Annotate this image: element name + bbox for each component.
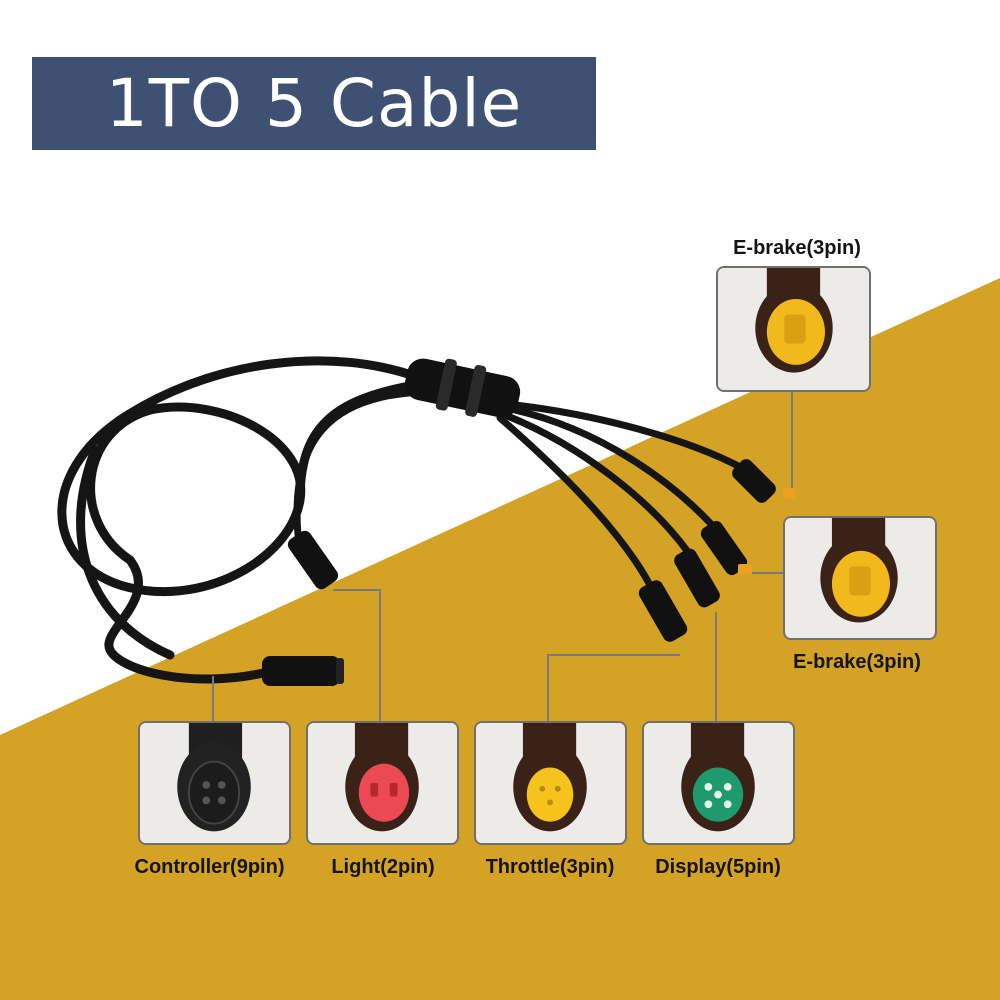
- connector-card-ebrake-top: [716, 266, 871, 392]
- connector-card-controller: [138, 721, 291, 845]
- red-2pin-connector-icon: [308, 723, 457, 843]
- connector-label-controller: Controller(9pin): [134, 856, 285, 878]
- connector-label-ebrake-right: E-brake(3pin): [793, 651, 921, 673]
- connector-card-display: [642, 721, 795, 845]
- connector-card-throttle: [474, 721, 627, 845]
- page-title: 1TO 5 Cable: [105, 65, 523, 142]
- green-5pin-connector-icon: [644, 723, 793, 843]
- connector-card-ebrake-right: [783, 516, 937, 640]
- yellow-3pin-connector-icon: [718, 268, 869, 390]
- connector-label-display: Display(5pin): [655, 856, 781, 878]
- connector-label-throttle: Throttle(3pin): [485, 856, 615, 878]
- connector-label-ebrake-top: E-brake(3pin): [733, 237, 861, 259]
- connector-card-light: [306, 721, 459, 845]
- yellow-3pin-connector-icon: [476, 723, 625, 843]
- yellow-3pin-connector-icon: [785, 518, 935, 638]
- title-banner: 1TO 5 Cable: [32, 57, 596, 150]
- black-9pin-connector-icon: [140, 723, 289, 843]
- connector-label-light: Light(2pin): [331, 856, 435, 878]
